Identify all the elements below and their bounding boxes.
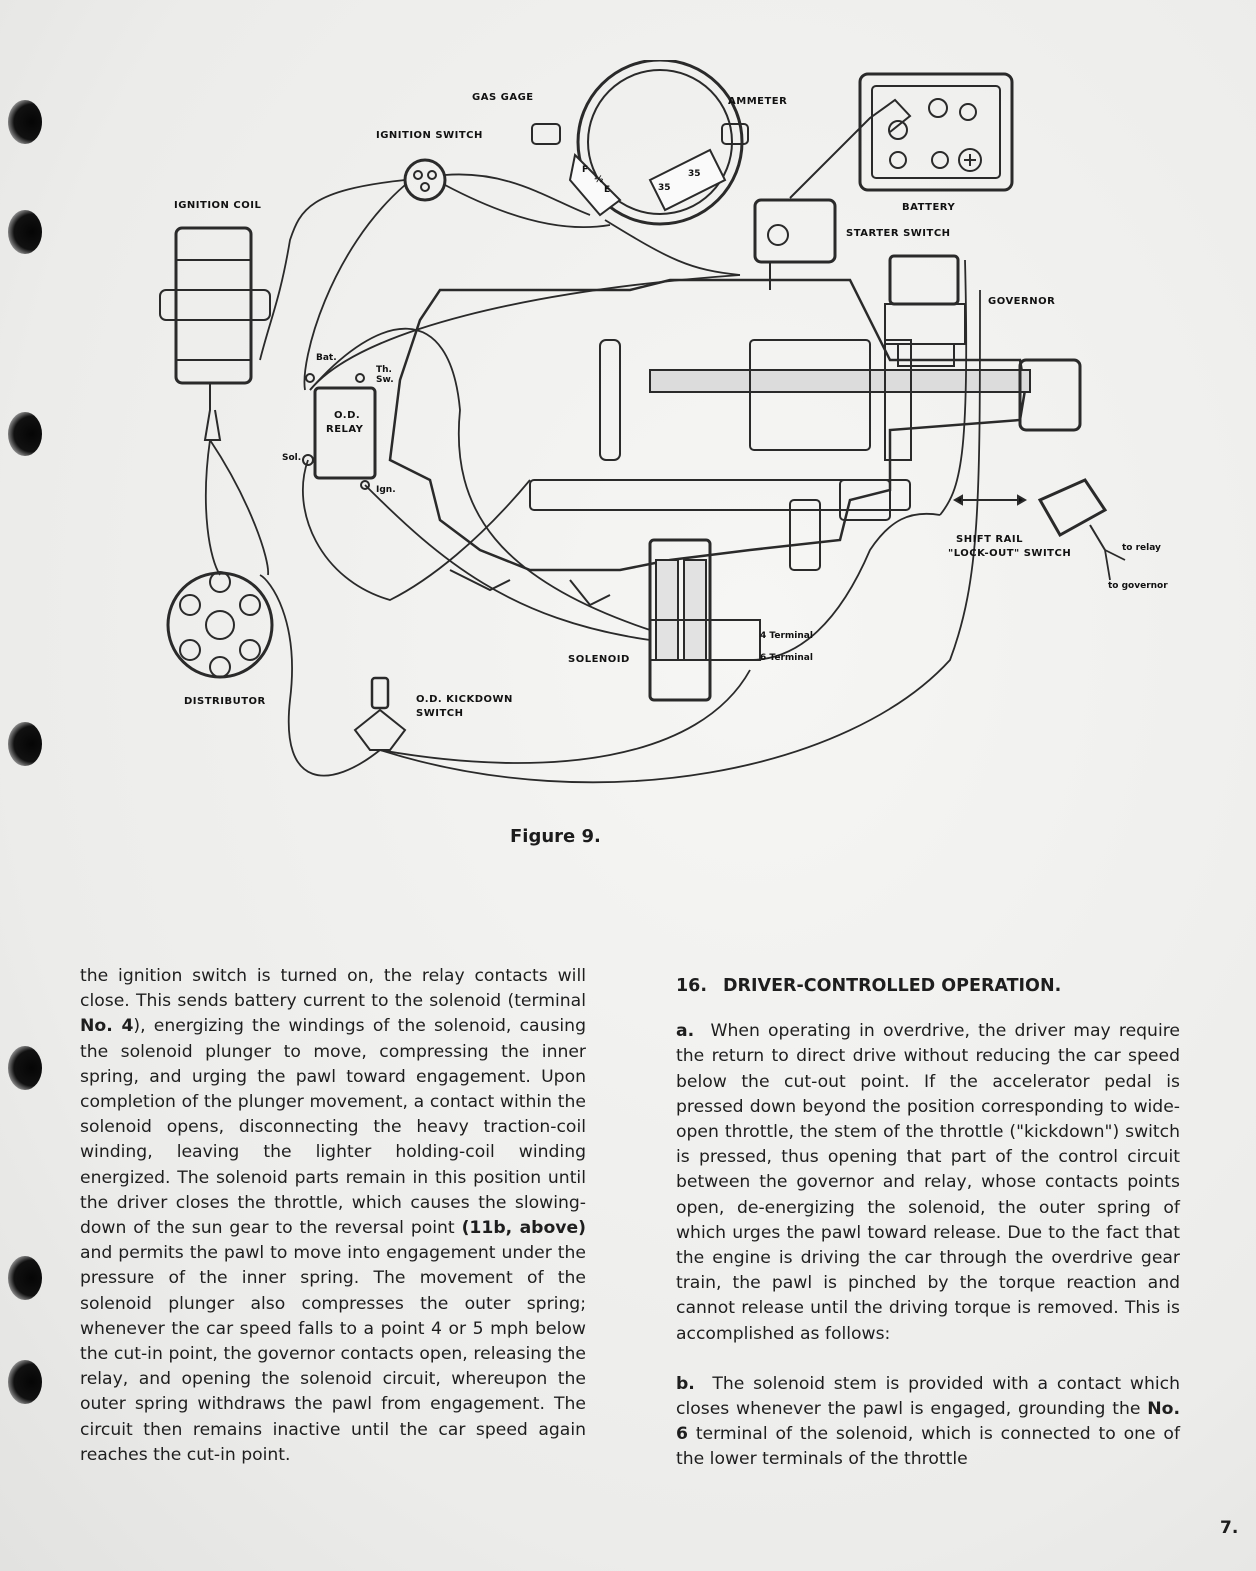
right-column: 16. DRIVER-CONTROLLED OPERATION. a. When … [676, 964, 1180, 1473]
figure-caption: Figure 9. [510, 826, 601, 847]
binder-hole [8, 1256, 42, 1300]
label-kickdown-switch: O.D. KICKDOWN [416, 694, 513, 705]
gauge-half: ½ [594, 174, 603, 185]
paragraph-label: a. [676, 1021, 695, 1042]
label-to-relay: to relay [1122, 543, 1161, 553]
label-bat: Bat. [316, 353, 337, 363]
label-starter-switch: STARTER SWITCH [846, 228, 951, 239]
label-ignition-switch: IGNITION SWITCH [376, 130, 483, 141]
binder-hole [8, 1360, 42, 1404]
label-kickdown-switch-2: SWITCH [416, 708, 463, 719]
text-run: terminal of the solenoid, which is conne… [676, 1424, 1180, 1470]
ignition-coil [159, 226, 271, 441]
label-solenoid: SOLENOID [568, 654, 630, 665]
kickdown-switch [353, 676, 407, 751]
bold-run: No. 6 [676, 1399, 1180, 1445]
governor [884, 254, 966, 367]
gauge-minus: 35 [658, 183, 671, 193]
label-lockout-switch: "LOCK-OUT" SWITCH [948, 548, 1071, 559]
section-title: DRIVER-CONTROLLED OPERATION. [723, 976, 1062, 996]
binder-hole [8, 100, 42, 144]
binder-hole [8, 722, 42, 766]
lockout-switch [952, 478, 1108, 551]
transmission [388, 278, 1082, 607]
label-shift-rail: SHIFT RAIL [956, 534, 1023, 545]
solenoid [648, 538, 761, 702]
paragraph-a: a. When operating in overdrive, the driv… [676, 1019, 1180, 1347]
gauge-cluster [531, 60, 749, 226]
od-relay [302, 373, 377, 490]
binder-hole [8, 1046, 42, 1090]
paragraph-label: b. [676, 1373, 695, 1394]
ignition-switch [403, 158, 447, 202]
distributor [166, 571, 274, 679]
section-heading: 16. DRIVER-CONTROLLED OPERATION. [676, 974, 1180, 999]
label-to-governor: to governor [1108, 581, 1168, 591]
bold-run: No. 4 [80, 1016, 134, 1037]
text-run: The solenoid stem is provided with a con… [676, 1373, 1180, 1420]
label-6-terminal: 6 Terminal [760, 653, 813, 663]
paragraph-b: b. The solenoid stem is provided with a … [676, 1372, 1180, 1473]
text-run: ), energizing the windings of the soleno… [80, 1016, 586, 1239]
label-od-relay: O.D. [334, 410, 360, 421]
section-number: 16. [676, 976, 708, 996]
label-od-relay-2: RELAY [326, 424, 364, 435]
binder-hole [8, 412, 42, 456]
left-column: the ignition switch is turned on, the re… [80, 964, 586, 1468]
paragraph: the ignition switch is turned on, the re… [80, 964, 586, 1468]
label-ign: Ign. [376, 485, 396, 495]
text-run: When operating in overdrive, the driver … [676, 1021, 1180, 1344]
gauge-e: E [604, 185, 610, 195]
binder-hole [8, 210, 42, 254]
label-ignition-coil: IGNITION COIL [174, 200, 261, 211]
bold-run: (11b, above) [461, 1218, 586, 1239]
gauge-f: F [582, 165, 588, 175]
wiring-diagram: GAS GAGE AMMETER IGNITION SWITCH IGNITIO… [159, 60, 1168, 784]
label-ammeter: AMMETER [728, 96, 787, 107]
gauge-plus: 35 [688, 169, 701, 179]
label-sol: Sol. [282, 453, 301, 463]
wiring [205, 173, 1126, 784]
label-sw: Sw. [376, 375, 394, 385]
label-gas-gage: GAS GAGE [472, 92, 534, 103]
label-governor: GOVERNOR [988, 296, 1055, 307]
label-battery: BATTERY [902, 202, 955, 213]
page-number: 7. [1220, 1518, 1239, 1538]
label-distributor: DISTRIBUTOR [184, 696, 266, 707]
battery [858, 72, 1014, 192]
label-th: Th. [376, 365, 392, 375]
label-4-terminal: 4 Terminal [760, 631, 813, 641]
text-run: and permits the pawl to move into engage… [80, 1243, 586, 1465]
starter-switch [753, 98, 912, 290]
text-run: the ignition switch is turned on, the re… [80, 966, 586, 1012]
